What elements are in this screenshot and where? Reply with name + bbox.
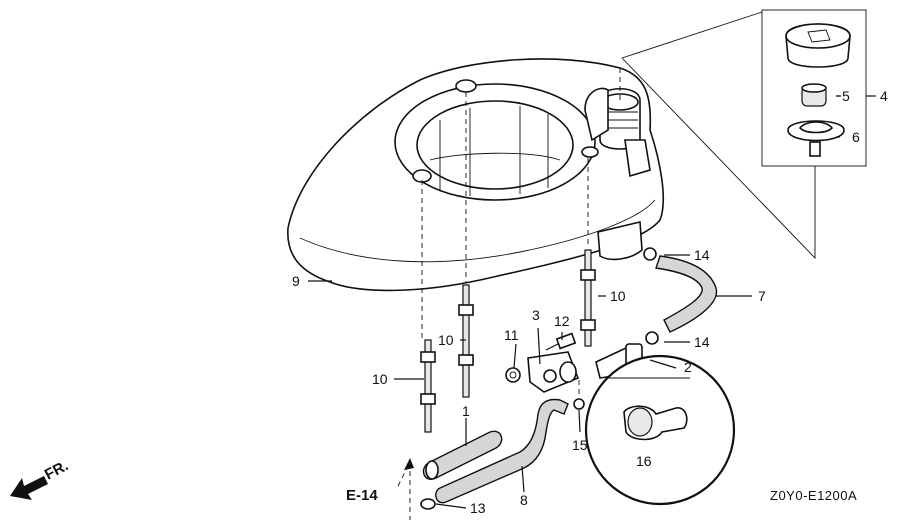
fuel-filter	[801, 83, 827, 107]
fuel-cock-bracket	[527, 351, 580, 393]
fan-cover-shroud	[287, 58, 665, 292]
callout-3: 3	[532, 307, 540, 323]
callout-12: 12	[554, 313, 570, 329]
callout-10-right: 10	[610, 288, 626, 304]
diagram-code: Z0Y0-E1200A	[770, 488, 857, 503]
fuel-cock-detail	[584, 354, 736, 506]
fuel-hose-upper	[643, 247, 718, 345]
fuel-hose-straight	[422, 430, 503, 480]
callout-2: 2	[684, 359, 692, 375]
stud-bolt-right	[580, 158, 596, 347]
callout-6: 6	[852, 129, 860, 145]
fuel-strainer	[787, 120, 845, 157]
callout-7: 7	[758, 288, 766, 304]
fuel-hose-bent	[435, 398, 569, 504]
front-arrow-icon	[10, 476, 48, 500]
callout-leaders	[308, 95, 841, 509]
callout-10-middle: 10	[438, 332, 454, 348]
stud-bolt-middle	[458, 92, 474, 398]
fuel-cap-inset	[761, 9, 876, 167]
callout-16: 16	[636, 453, 652, 469]
callout-14-lower: 14	[694, 334, 710, 350]
fuel-cap	[785, 23, 851, 68]
reference-e14	[397, 458, 414, 520]
callout-10-left: 10	[372, 371, 388, 387]
callout-1: 1	[462, 403, 470, 419]
callout-15: 15	[572, 437, 588, 453]
hose-clip-lower	[573, 380, 585, 410]
callout-4: 4	[880, 88, 888, 104]
hex-nut	[505, 367, 521, 383]
callout-14-upper: 14	[694, 247, 710, 263]
callout-13: 13	[470, 500, 486, 516]
callout-5: 5	[842, 88, 850, 104]
callout-8: 8	[520, 492, 528, 508]
callout-9: 9	[292, 273, 300, 289]
mounting-bolt	[545, 332, 577, 351]
reference-label: E-14	[346, 487, 378, 504]
front-label: FR.	[42, 457, 71, 483]
hose-clip-bottom	[420, 498, 436, 510]
callout-11: 11	[504, 327, 519, 343]
stud-bolt-left	[420, 180, 436, 433]
